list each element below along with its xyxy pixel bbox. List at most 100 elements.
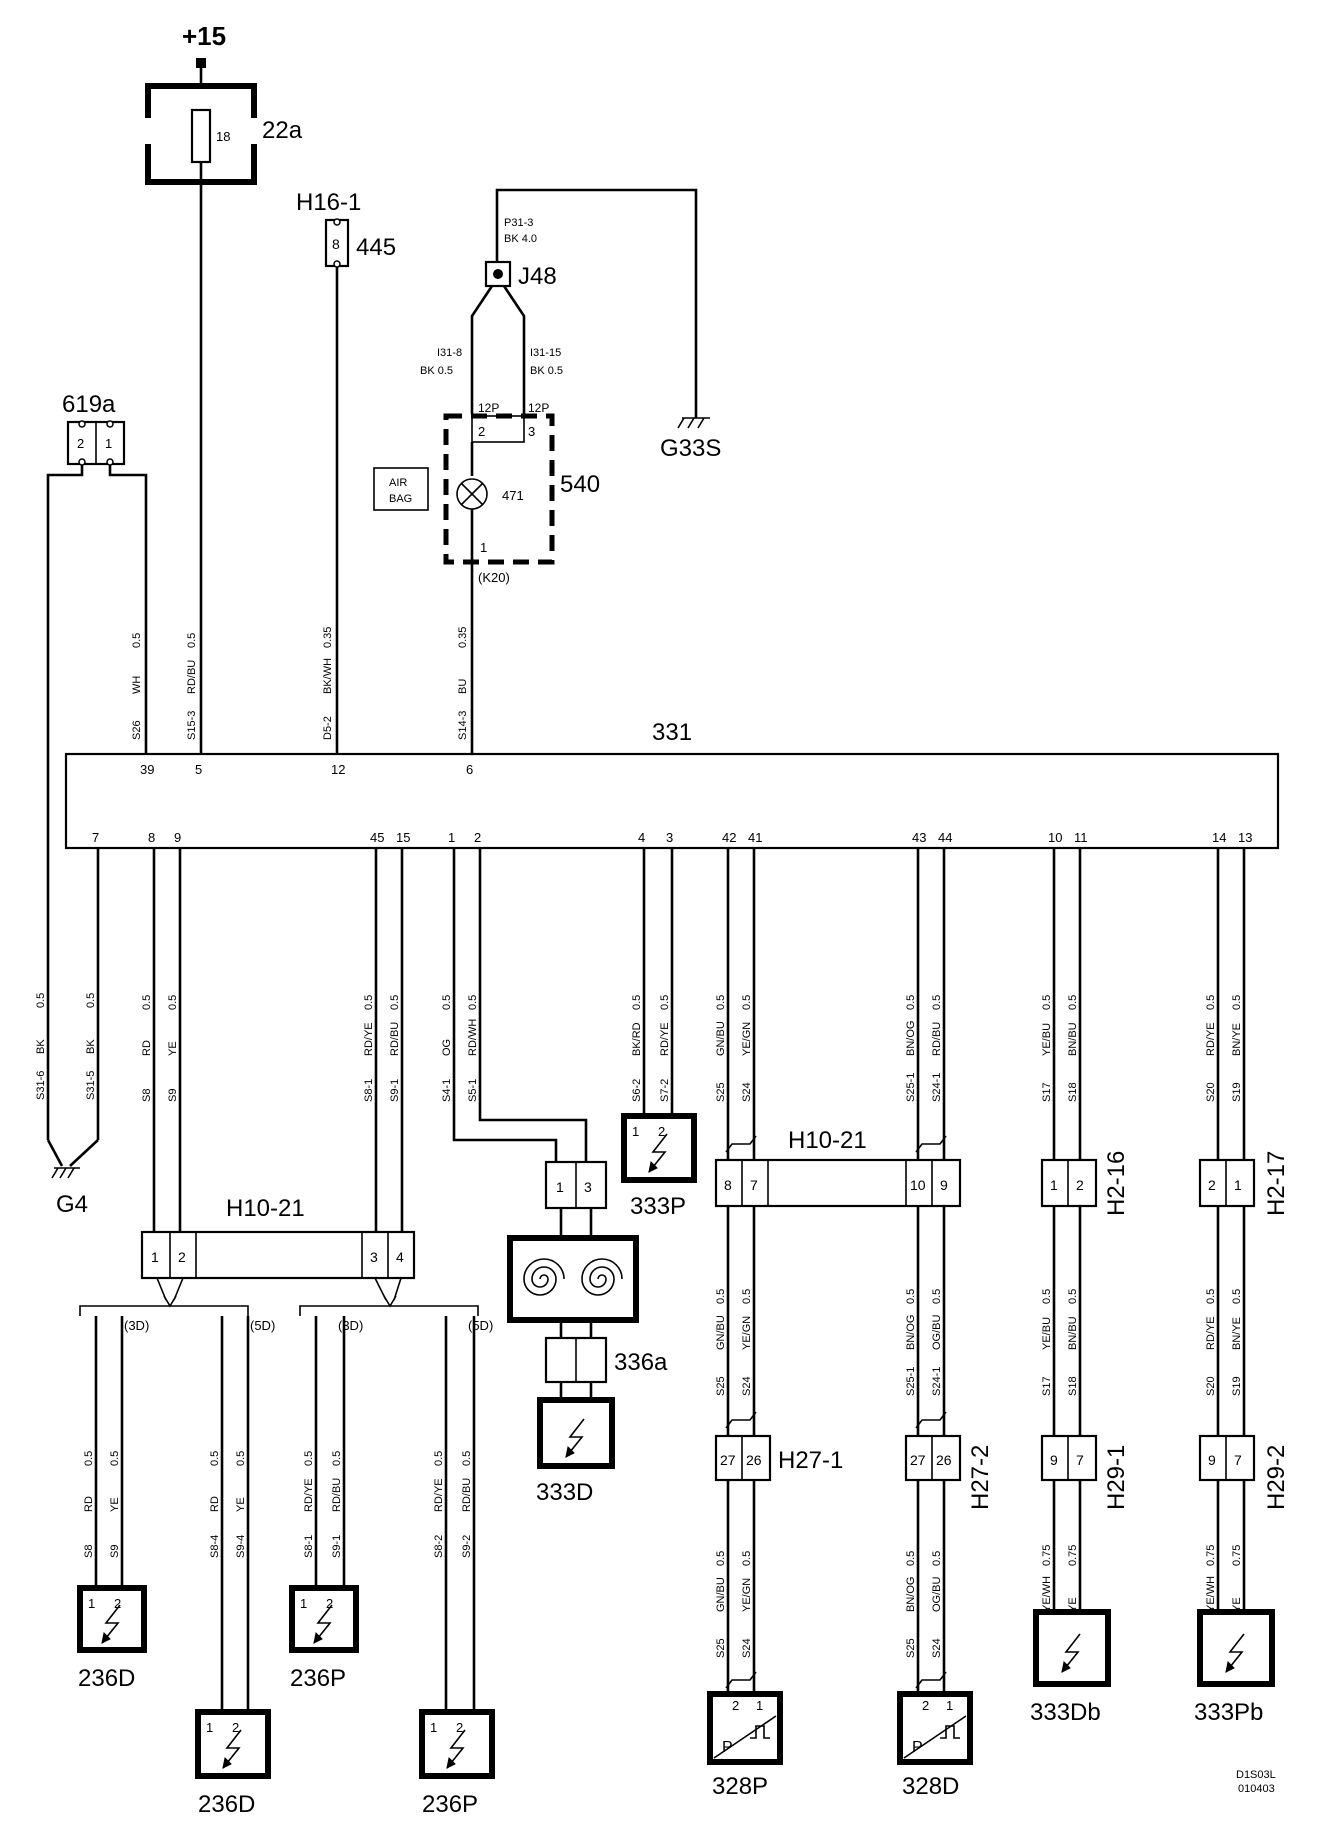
connector-619a: 619a 2 1 (46, 391, 148, 1140)
fuse-box-gap-right (244, 118, 258, 144)
upper-wire-10: S25-1BN/OG0.5 (905, 995, 917, 1102)
airbag-conn-right: 12P (528, 401, 549, 415)
upper-wire-3-color: RD/BU (389, 1022, 401, 1056)
sensor-333db-sensor-icon (1061, 1633, 1081, 1673)
cu-bottom-pin-9: 9 (174, 830, 181, 845)
cu-top-wire-0-color: WH (131, 676, 143, 694)
airbag-tag-line1: AIR (389, 477, 407, 489)
lower-wire-0-size: 0.5 (83, 1451, 95, 1466)
twist-h10r-a (725, 1135, 757, 1153)
upper-wire-14-size: 0.5 (1205, 995, 1217, 1010)
h10-right-pin-9: 9 (940, 1177, 948, 1193)
upper-wire-4-size: 0.5 (441, 995, 453, 1010)
upper-wire-11: S24-1RD/BU0.5 (931, 995, 943, 1102)
h10-right-pin-10: 10 (910, 1177, 926, 1193)
connector-h16-1-label: H16-1 (296, 189, 361, 216)
connector-h29-1: 9 7 H29-1 (1040, 1434, 1130, 1510)
h27-2-pin-26: 26 (936, 1452, 952, 1468)
upper-wire-3: S9-1RD/BU0.5 (389, 995, 401, 1102)
sensor-333pb-arrow-icon (1225, 1660, 1235, 1673)
splice-branch-right-spec: BK 0.5 (530, 365, 563, 377)
clock-spring-coil-right-icon (581, 1258, 623, 1296)
g4-wire-0-color: BK (35, 1039, 47, 1054)
cu-top-wire-0-size: 0.5 (131, 633, 143, 648)
cu-top-wire-2-size: 0.35 (322, 627, 334, 648)
cu-top-wire-1-id: S15-3 (186, 711, 198, 740)
middle-wire-2-color: BN/OG (905, 1315, 917, 1350)
lower-wire-15-size: 0.75 (1231, 1545, 1243, 1566)
connector-h29-2: 9 7 H29-2 (1198, 1434, 1290, 1510)
middle-wire-0-color: GN/BU (715, 1315, 727, 1350)
upper-wire-1-id: S9 (167, 1089, 179, 1102)
h29-2-pin-9: 9 (1208, 1452, 1216, 1468)
cu-top-wire-0-id: S26 (131, 720, 143, 740)
upper-wire-6-size: 0.5 (631, 995, 643, 1010)
lower-wire-7-id: S9-2 (461, 1535, 473, 1558)
lower-wire-0-id: S8 (83, 1545, 95, 1558)
cu-bottom-pin-13: 13 (1238, 830, 1252, 845)
lower-wire-5: S9-1RD/BU0.5 (331, 1451, 343, 1558)
middle-wire-2-id: S25-1 (905, 1367, 917, 1396)
middle-wire-5-color: BN/BU (1067, 1316, 1079, 1350)
variant-tag-5d-left: (5D) (250, 1318, 275, 1333)
upper-wire-10-id: S25-1 (905, 1073, 917, 1102)
lower-wire-1-id: S9 (109, 1545, 121, 1558)
connector-619a-label: 619a (62, 391, 116, 418)
g4-wire-0-size: 0.5 (35, 993, 47, 1008)
middle-wire-7-id: S19 (1231, 1376, 1243, 1396)
sensor-333d-label: 333D (536, 1479, 593, 1506)
cu-top-wire-2-id: D5-2 (322, 716, 334, 740)
sensor-236p-a-arrow-icon (313, 1631, 323, 1644)
control-unit-label: 331 (652, 719, 692, 746)
cu-top-wire-3-color: BU (457, 679, 469, 694)
h10-right-pin-8: 8 (724, 1177, 732, 1193)
variant-tag-3d-left: (3D) (124, 1318, 149, 1333)
diagram-footer: D1S03L 010403 (1236, 1769, 1276, 1795)
upper-wire-5: S5-1RD/WH0.5 (467, 995, 479, 1102)
middle-wire-5-id: S18 (1067, 1376, 1079, 1396)
g4-wire-1-size: 0.5 (85, 993, 97, 1008)
lower-wire-12-color: YE/WH (1041, 1576, 1053, 1612)
cu-bottom-pin-4: 4 (638, 830, 645, 845)
sensor-236p-b-pin-b: 2 (456, 1720, 463, 1735)
variant-brackets: (3D) (5D) (3D) (5D) (79, 1277, 493, 1333)
upper-wire-0-color: RD (141, 1040, 153, 1056)
lower-wire-10-id: S25 (905, 1638, 917, 1658)
connector-h27-2: 27 26 H27-2 (904, 1434, 994, 1510)
clock-spring-336a: 1 3 336a (507, 1160, 668, 1384)
upper-wire-13-color: BN/BU (1067, 1022, 1079, 1056)
cu-bottom-pin-7: 7 (92, 830, 99, 845)
lower-wire-2-size: 0.5 (209, 1451, 221, 1466)
upper-wire-11-color: RD/BU (931, 1022, 943, 1056)
sensor-236d-a-sensor-icon (101, 1604, 121, 1644)
lower-wire-13: YE0.75 (1067, 1545, 1079, 1612)
upper-wire-8-color: GN/BU (715, 1021, 727, 1056)
sensor-333p-arrow-icon (648, 1160, 658, 1173)
upper-wire-0-size: 0.5 (141, 995, 153, 1010)
cu-bottom-pin-41: 41 (748, 830, 762, 845)
lower-wire-11-color: OG/BU (931, 1576, 943, 1612)
h2-16-pin-2: 2 (1076, 1177, 1084, 1193)
cu-top-wire-3-id: S14-3 (457, 711, 469, 740)
connector-h2-16-label: H2-16 (1103, 1151, 1130, 1216)
pressure-sensor-328p-pulse-icon (750, 1725, 770, 1739)
connector-619a-pin-right: 1 (105, 436, 112, 451)
g4-wire-0-id: S31-6 (35, 1071, 47, 1100)
splice-branch-right-id: I31-15 (530, 347, 561, 359)
pressure-sensor-328d-pin-2: 2 (922, 1698, 929, 1713)
sensor-236p-b-label: 236P (422, 1791, 478, 1818)
g4-wire-1-color: BK (85, 1039, 97, 1054)
middle-wire-2-size: 0.5 (905, 1289, 917, 1304)
pressure-sensor-328p-label: 328P (712, 1773, 768, 1800)
connector-h16-1-pin: 8 (332, 236, 340, 252)
upper-wire-5-color: RD/WH (467, 1019, 479, 1056)
